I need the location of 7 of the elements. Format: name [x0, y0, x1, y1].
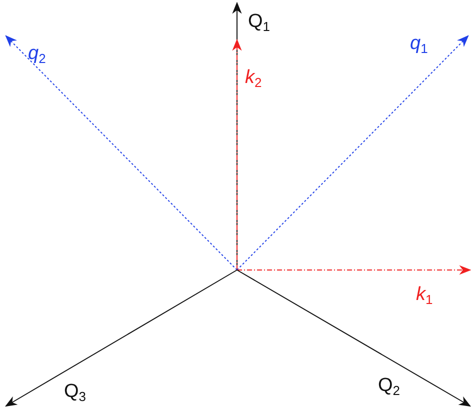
- vector-label: q$_{2}$: [28, 44, 46, 65]
- vector-label: Q$_{2}$: [378, 376, 400, 397]
- vector-label: q$_{1}$: [410, 34, 428, 55]
- vector-label: k$_{1}$: [416, 285, 433, 306]
- vector-label: Q$_{3}$: [64, 382, 86, 403]
- vector-label: k$_{2}$: [245, 68, 262, 89]
- vector-label: Q$_{1}$: [248, 12, 270, 33]
